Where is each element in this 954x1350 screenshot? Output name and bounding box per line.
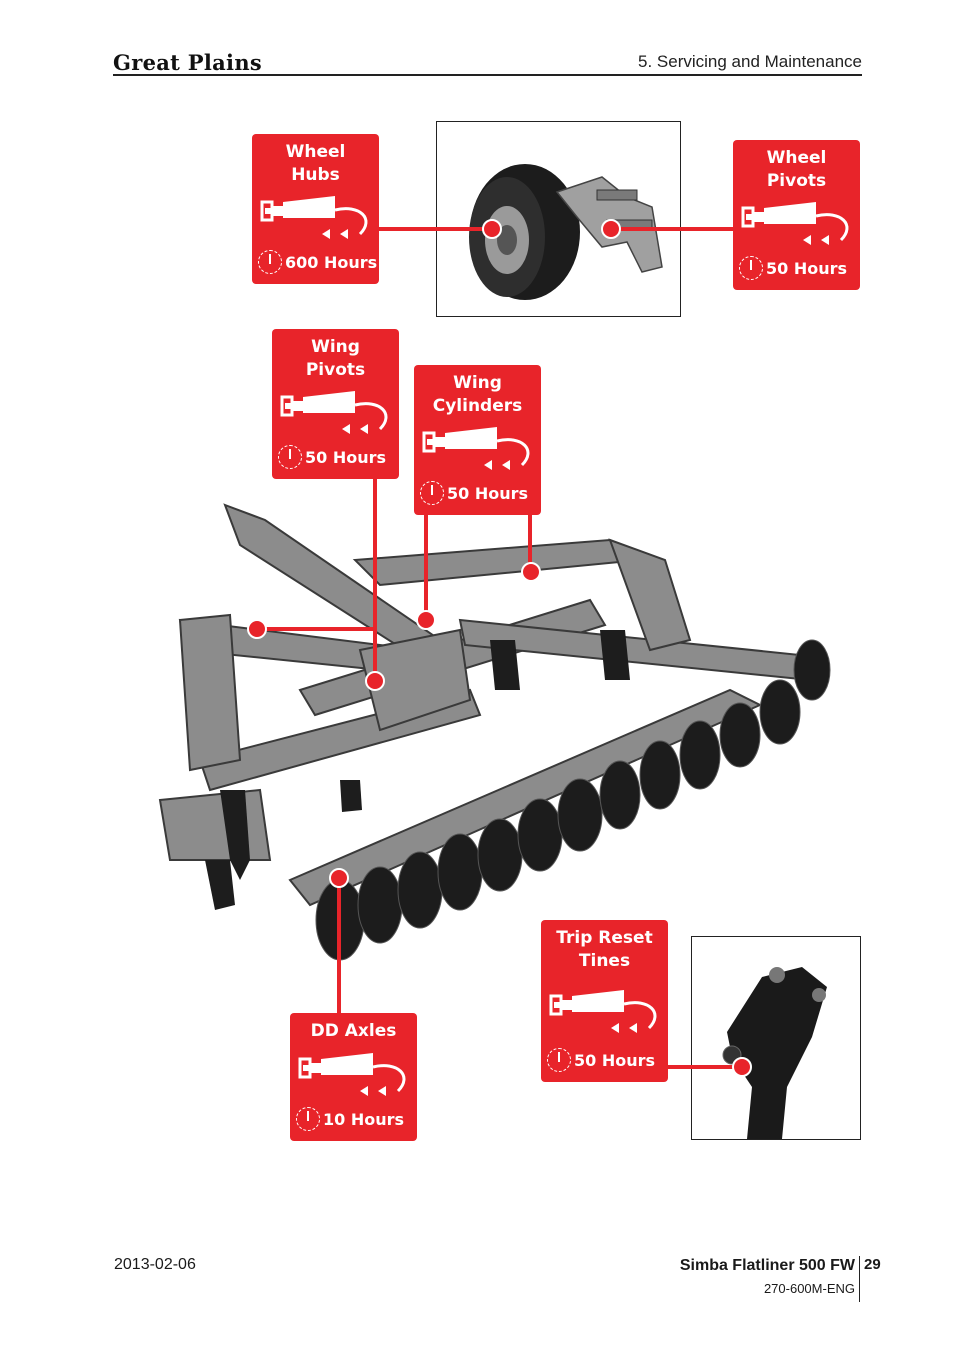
header-rule: [113, 74, 862, 76]
footer-product: Simba Flatliner 500 FW: [679, 1257, 855, 1274]
brand-logo: Great Plains: [113, 50, 263, 75]
callout-trip-reset-tines: Trip Reset Tines 50 Hours: [541, 920, 668, 1082]
grease-gun-icon: [280, 391, 388, 434]
callout-title: Wing Pivots: [305, 337, 366, 380]
footer-date: 2013-02-06: [114, 1256, 196, 1273]
clock-icon: [258, 250, 282, 274]
callout-wheel-pivots: Wheel Pivots 50 Hours: [733, 140, 860, 290]
clock-icon: [739, 256, 763, 280]
clock-icon: [296, 1107, 320, 1131]
grease-gun-icon: [741, 202, 849, 245]
service-interval: 50 Hours: [447, 483, 529, 503]
grease-gun-icon: [549, 990, 657, 1033]
section-title: 5. Servicing and Maintenance: [638, 52, 862, 71]
leader-lines: [257, 227, 742, 1069]
callout-dd-axles: DD Axles 10 Hours: [290, 1013, 417, 1141]
wheel-photo: [436, 121, 681, 317]
callout-wheel-hubs: Wheel Hubs 600 Hours: [252, 134, 379, 284]
disc-roller: [315, 639, 831, 961]
service-interval: 600 Hours: [285, 252, 378, 272]
callout-wing-pivots: Wing Pivots 50 Hours: [272, 329, 399, 479]
grease-gun-icon: [298, 1053, 406, 1096]
service-interval: 50 Hours: [574, 1050, 656, 1070]
clock-icon: [278, 445, 302, 469]
callout-title: DD Axles: [310, 1021, 397, 1041]
callout-title: Wing Cylinders: [432, 373, 523, 416]
tine-photo: [691, 936, 861, 1140]
clock-icon: [420, 481, 444, 505]
grease-points: [247, 219, 752, 1077]
service-interval: 50 Hours: [766, 258, 848, 278]
footer-doc-number: 270-600M-ENG: [763, 1281, 855, 1296]
callout-title: Wheel Hubs: [285, 142, 346, 185]
shanks: [205, 630, 630, 910]
service-interval: 10 Hours: [323, 1109, 405, 1129]
grease-gun-icon: [260, 196, 368, 239]
callout-title: Trip Reset Tines: [556, 928, 653, 971]
callout-wing-cylinders: Wing Cylinders 50 Hours: [414, 365, 541, 515]
page-number: 29: [864, 1256, 881, 1273]
clock-icon: [547, 1048, 571, 1072]
footer-rule: [859, 1256, 860, 1302]
grease-gun-icon: [422, 427, 530, 470]
callout-title: Wheel Pivots: [766, 148, 827, 191]
service-interval: 50 Hours: [305, 447, 387, 467]
